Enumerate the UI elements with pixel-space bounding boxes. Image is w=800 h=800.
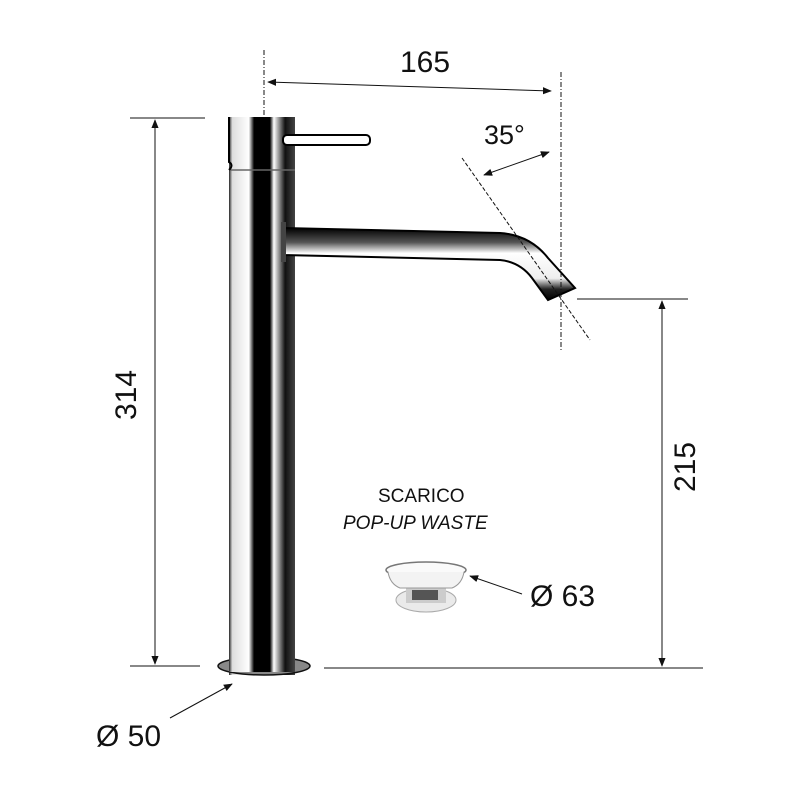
pop-up-waste-image (385, 561, 467, 613)
dimension-base-diameter: Ø 50 (96, 720, 162, 753)
faucet-spout (281, 222, 577, 302)
base-flange (217, 650, 311, 676)
dimension-waste-diameter: Ø 63 (530, 580, 596, 613)
dimension-spout-angle: 35° (484, 120, 525, 150)
faucet-body (228, 117, 295, 675)
lever-handle (282, 134, 371, 146)
waste-subtitle: POP-UP WASTE (343, 513, 488, 534)
dimension-lines (130, 50, 703, 719)
dimension-total-height: 314 (110, 369, 143, 420)
dimension-spout-height: 215 (669, 441, 702, 492)
dimension-spout-reach: 165 (400, 46, 451, 79)
waste-title: SCARICO (378, 486, 465, 507)
